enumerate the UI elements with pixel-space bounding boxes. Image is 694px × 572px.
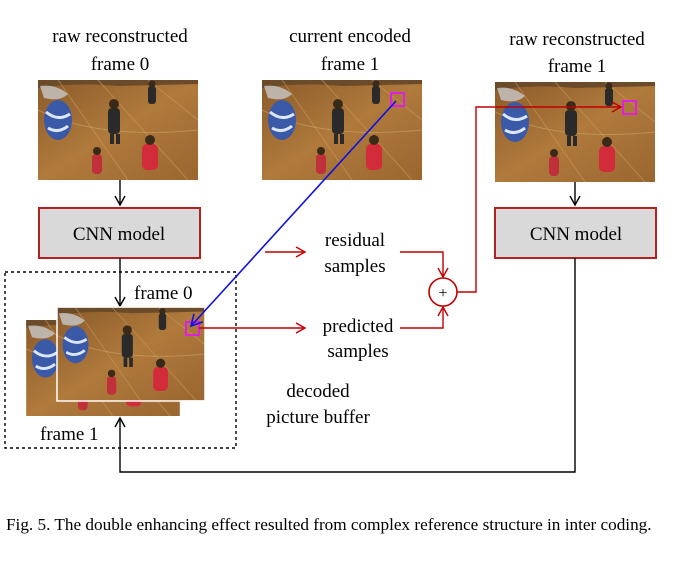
raw-frame1-image — [495, 82, 655, 182]
current-frame1-label-line2: frame 1 — [321, 54, 380, 75]
cnn-model-right-box — [494, 207, 657, 259]
raw-frame1-block-marker — [622, 100, 637, 115]
raw-frame0-image — [38, 80, 198, 180]
current-frame1-block-marker — [390, 92, 405, 107]
residual-label-line2: samples — [324, 256, 385, 277]
arrow-predicted-to-adder — [400, 305, 449, 329]
cnn-model-left-label: CNN model — [73, 224, 165, 245]
buffer-frame0-image — [57, 307, 205, 401]
arrow-adder-to-raw-frame1 — [457, 101, 623, 293]
cnn-model-right-label: CNN model — [530, 224, 622, 245]
dpb-label-line1: decoded — [286, 381, 350, 402]
adder-symbol: + — [438, 285, 447, 302]
dpb-label-line2: picture buffer — [266, 407, 370, 428]
arrow-residual-to-adder — [400, 251, 449, 279]
cnn-model-left-box — [38, 207, 201, 259]
buffer-frame1-label: frame 1 — [40, 424, 99, 445]
buffer-frame0-outline — [56, 306, 206, 402]
residual-label-line1: residual — [325, 230, 385, 251]
diagram: raw reconstructed frame 0 current encode… — [4, 26, 657, 473]
raw-frame0-label-line1: raw reconstructed — [52, 26, 188, 47]
raw-frame1-label-line1: raw reconstructed — [509, 29, 645, 50]
predicted-label-line2: samples — [327, 341, 388, 362]
figure-caption: Fig. 5. The double enhancing effect resu… — [6, 515, 652, 534]
raw-frame1-label-line2: frame 1 — [548, 56, 607, 77]
arrow-cnn-right-to-buffer — [114, 258, 576, 473]
current-frame1-label-line1: current encoded — [289, 26, 411, 47]
current-frame1-image — [262, 80, 422, 180]
buffer-frame0-label: frame 0 — [134, 283, 193, 304]
raw-frame0-label-line2: frame 0 — [91, 54, 150, 75]
motion-vector-arrow — [189, 100, 397, 328]
predicted-label-line1: predicted — [323, 316, 394, 337]
